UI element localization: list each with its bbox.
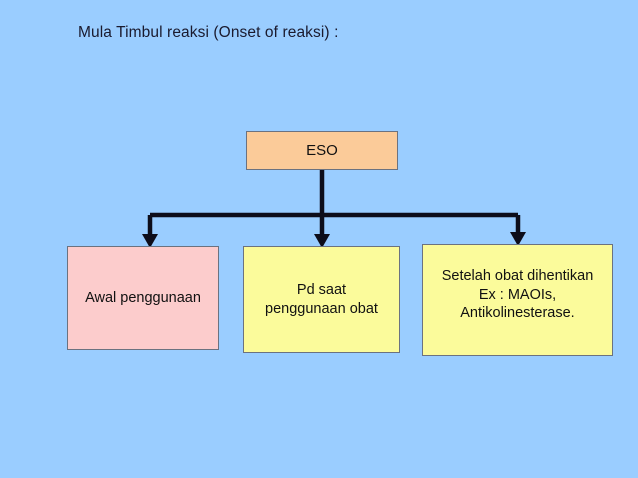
node-pd-saat-penggunaan-obat[interactable]: Pd saat penggunaan obat xyxy=(243,246,400,353)
node-pd-saat-penggunaan-obat-label: Pd saat penggunaan obat xyxy=(265,281,378,317)
page-title: Mula Timbul reaksi (Onset of reaksi) : xyxy=(78,24,339,41)
node-setelah-obat-dihentikan-label: Setelah obat dihentikan Ex : MAOIs, Anti… xyxy=(441,268,594,322)
node-setelah-obat-dihentikan[interactable]: Setelah obat dihentikan Ex : MAOIs, Anti… xyxy=(422,244,613,356)
node-awal-penggunaan-label: Awal penggunaan xyxy=(85,289,201,306)
node-awal-penggunaan[interactable]: Awal penggunaan xyxy=(67,246,219,350)
node-eso[interactable]: ESO xyxy=(246,131,398,170)
node-eso-label: ESO xyxy=(306,141,338,159)
